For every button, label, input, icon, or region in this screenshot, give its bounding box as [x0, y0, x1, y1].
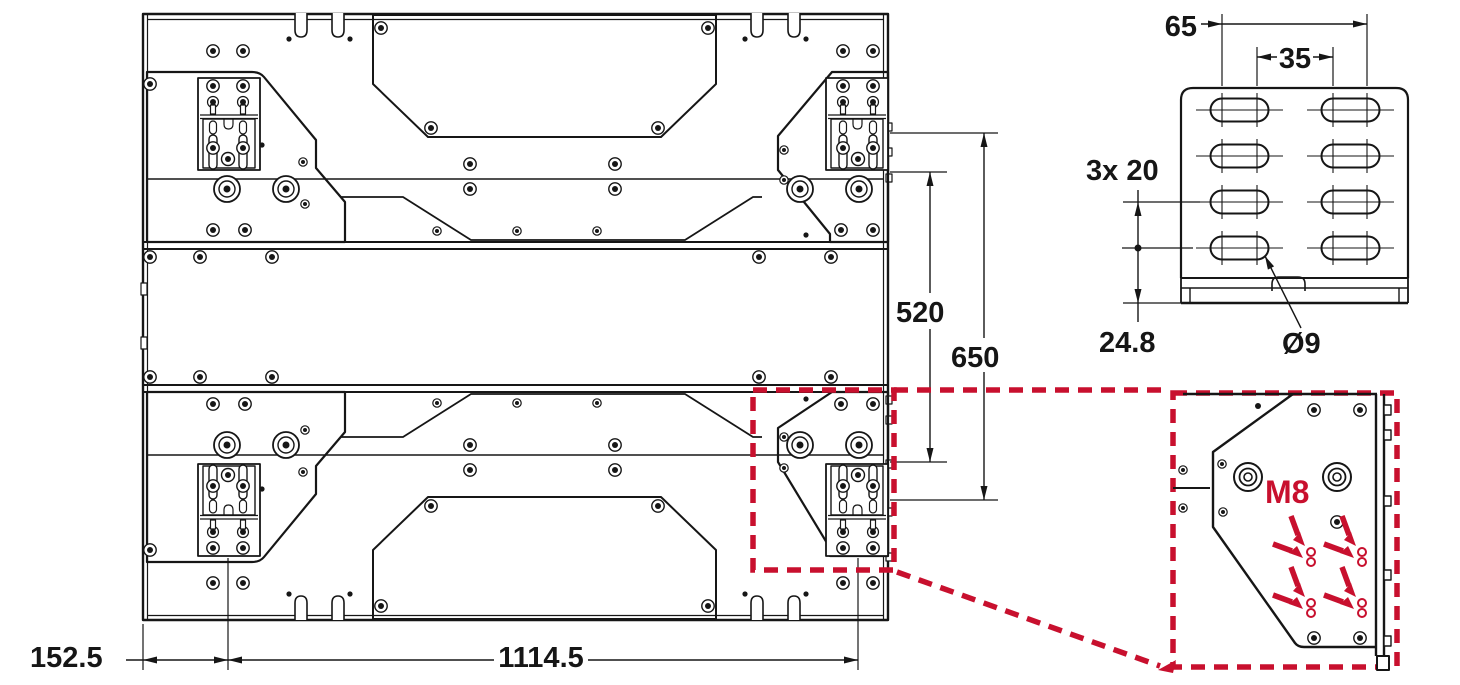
dimension-65: 65	[1165, 11, 1368, 86]
hole-pattern-view: 65 35 3x 20 24.8 Ø9	[1086, 11, 1410, 360]
magnified-gusset-outline	[1211, 393, 1377, 649]
dim-slot-diameter-label: Ø9	[1282, 328, 1321, 360]
zoom-detail-box	[1170, 390, 1400, 670]
thread-size-label: M8	[1265, 474, 1309, 510]
dimension-row-pitch: 3x 20 24.8	[1086, 155, 1200, 359]
mount-bracket-top-right	[787, 78, 888, 236]
dim-column-spacing-inner-label: 35	[1279, 43, 1311, 75]
cross-rails	[143, 158, 888, 476]
dim-column-spacing-outer-label: 65	[1165, 11, 1197, 43]
cover-panels	[373, 15, 716, 619]
slot-row-1	[1196, 93, 1394, 127]
zoom-source-box	[750, 387, 897, 573]
gusset-top-left	[145, 70, 347, 244]
gusset-bottom-left	[145, 390, 347, 564]
dimension-650: 650	[890, 132, 999, 501]
dim-bottom-offset-label: 24.8	[1099, 327, 1155, 359]
slot-row-2	[1196, 139, 1394, 173]
dim-bracket-span-label: 1114.5	[498, 642, 584, 674]
edge-tab-slots	[285, 12, 810, 621]
m8-thread-holes	[1306, 547, 1367, 618]
hole-pattern-bracket-body	[1179, 86, 1410, 305]
main-view	[140, 12, 893, 622]
dim-edge-to-bracket-label: 152.5	[30, 642, 103, 674]
zoom-reference	[750, 387, 1400, 673]
dim-overall-height-label: 650	[951, 342, 999, 374]
zoom-connector-diagonal	[896, 569, 1161, 669]
slotted-holes	[1196, 93, 1394, 265]
mount-bracket-bottom-right	[787, 398, 888, 556]
magnified-edge-flange	[1374, 394, 1392, 671]
dim-row-pitch-label: 3x 20	[1086, 155, 1159, 187]
dimension-152-5: 152.5	[30, 558, 494, 674]
main-view-dimensions: 650 520 152.5 1114.5	[30, 132, 999, 674]
dim-inner-height-label: 520	[896, 297, 944, 329]
slot-row-4	[1196, 231, 1394, 265]
dimension-520: 520	[890, 171, 947, 463]
dimension-slot-diameter: Ø9	[1264, 255, 1321, 360]
magnified-corner-view: M8	[1173, 392, 1392, 671]
slot-row-3	[1196, 185, 1394, 219]
dimension-1114-5: 1114.5	[498, 558, 859, 674]
dimension-35: 35	[1256, 43, 1334, 86]
